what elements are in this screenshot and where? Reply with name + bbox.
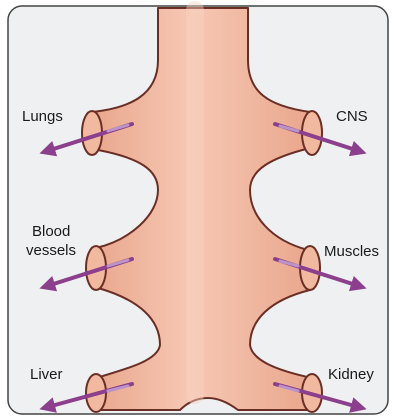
label-lungs: Lungs: [22, 108, 63, 125]
label-muscles: Muscles: [324, 243, 379, 260]
label-blood-vessels-line2: vessels: [26, 242, 76, 259]
label-liver: Liver: [30, 366, 63, 383]
label-blood-vessels-line1: Blood: [32, 223, 70, 240]
label-cns: CNS: [336, 108, 368, 125]
label-kidney: Kidney: [328, 366, 374, 383]
